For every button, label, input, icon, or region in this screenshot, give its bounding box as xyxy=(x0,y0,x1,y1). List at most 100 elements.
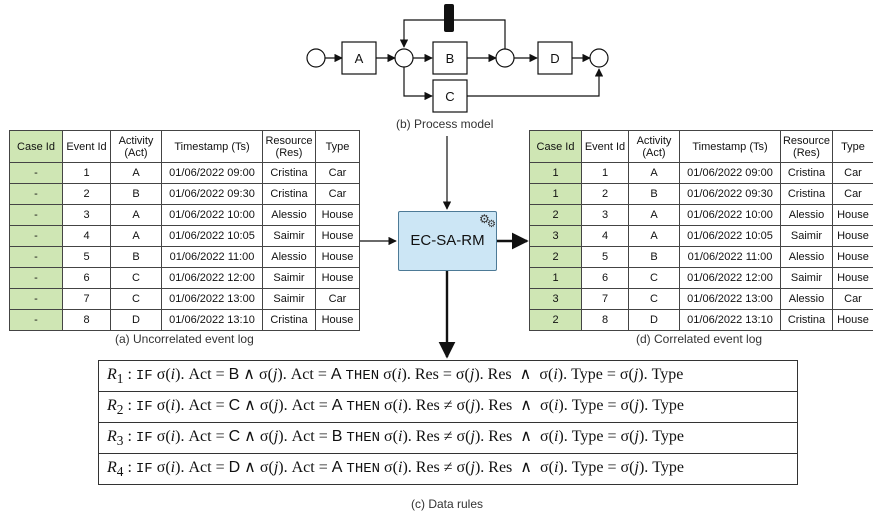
activity-i: D xyxy=(228,459,241,477)
table-cell: 01/06/2022 10:05 xyxy=(679,225,781,247)
type-operator: = xyxy=(606,366,616,384)
keyword-if: IF xyxy=(135,368,153,385)
activity-i: C xyxy=(228,428,241,446)
correlated-log-caption: (d) Correlated event log xyxy=(636,332,763,346)
column-header: Type xyxy=(832,130,873,163)
rule-index: 1 xyxy=(116,371,124,387)
attr-act: Act xyxy=(188,428,212,446)
split-node xyxy=(394,48,414,68)
activity-box-c xyxy=(432,79,468,113)
rule-row: R3 : IF σ(i). Act = C ∧ σ(j). Act = B TH… xyxy=(98,422,798,454)
table-cell: Alessio xyxy=(262,204,316,226)
loop-flow xyxy=(399,19,506,49)
table-cell: 01/06/2022 09:30 xyxy=(679,183,781,205)
table-cell: 01/06/2022 10:00 xyxy=(679,204,781,226)
table-cell: Car xyxy=(315,162,360,184)
column-header: Resource (Res) xyxy=(262,130,316,163)
activity-box-a xyxy=(341,41,377,75)
table-cell: Cristina xyxy=(780,309,833,331)
res-operator: = xyxy=(442,366,452,384)
table-cell: House xyxy=(315,204,360,226)
start-event xyxy=(306,48,326,68)
attr-act: Act xyxy=(188,366,212,384)
keyword-if: IF xyxy=(135,461,153,478)
table-cell: Alessio xyxy=(780,204,833,226)
table-cell: Car xyxy=(315,183,360,205)
table-cell: 7 xyxy=(581,288,629,310)
table-cell: 01/06/2022 09:00 xyxy=(679,162,781,184)
keyword-then: THEN xyxy=(346,461,381,478)
ec-sa-rm-box: EC-SA-RM ⚙ ⚙ xyxy=(398,211,497,271)
rule-index: 3 xyxy=(116,433,124,449)
table-cell: B xyxy=(110,183,162,205)
keyword-if: IF xyxy=(135,430,153,447)
column-header: Timestamp (Ts) xyxy=(679,130,781,163)
activity-i: C xyxy=(228,397,241,415)
attr-type: Type xyxy=(651,366,684,384)
attr-act: Act xyxy=(290,366,314,384)
table-cell: Alessio xyxy=(780,246,833,268)
rule-row: R1 : IF σ(i). Act = B ∧ σ(j). Act = A TH… xyxy=(98,360,798,392)
table-cell: 1 xyxy=(62,162,111,184)
rule-cell: R1 : IF σ(i). Act = B ∧ σ(j). Act = A TH… xyxy=(98,360,798,392)
keyword-then: THEN xyxy=(345,368,380,385)
table-cell: 01/06/2022 12:00 xyxy=(679,267,781,289)
flow-split-c xyxy=(403,67,433,101)
activity-j: A xyxy=(330,366,342,384)
table-cell: Alessio xyxy=(262,246,316,268)
attr-res: Res xyxy=(488,428,513,446)
attr-type: Type xyxy=(652,397,685,415)
table-cell: 3 xyxy=(581,204,629,226)
attr-act: Act xyxy=(188,397,212,415)
table-cell: B xyxy=(628,183,680,205)
table-cell: 1 xyxy=(581,162,629,184)
table-cell: - xyxy=(9,162,63,184)
table-cell: 01/06/2022 10:00 xyxy=(161,204,263,226)
activity-i: B xyxy=(228,366,240,384)
rule-row: R4 : IF σ(i). Act = D ∧ σ(j). Act = A TH… xyxy=(98,453,798,485)
table-cell: Cristina xyxy=(262,162,316,184)
table-cell: C xyxy=(110,267,162,289)
table-cell: 7 xyxy=(62,288,111,310)
attr-res: Res xyxy=(415,397,440,415)
column-header: Case Id xyxy=(9,130,63,163)
attr-res: Res xyxy=(415,459,440,477)
attr-res: Res xyxy=(488,459,513,477)
table-cell: 6 xyxy=(62,267,111,289)
table-cell: - xyxy=(9,204,63,226)
activity-box-b xyxy=(432,41,468,75)
table-cell: Saimir xyxy=(262,267,316,289)
table-cell: House xyxy=(832,225,873,247)
table-cell: 4 xyxy=(62,225,111,247)
table-cell: Saimir xyxy=(262,288,316,310)
attr-act: Act xyxy=(291,397,315,415)
data-rules-table: R1 : IF σ(i). Act = B ∧ σ(j). Act = A TH… xyxy=(98,360,798,485)
table-cell: - xyxy=(9,225,63,247)
table-cell: B xyxy=(110,246,162,268)
table-cell: Alessio xyxy=(780,288,833,310)
gear-small-icon: ⚙ xyxy=(487,219,496,230)
column-header: Event Id xyxy=(62,130,111,163)
uncorrelated-log-caption: (a) Uncorrelated event log xyxy=(115,332,254,346)
table-cell: 1 xyxy=(529,183,582,205)
activity-label-a: A xyxy=(355,51,364,66)
activity-j: B xyxy=(331,428,343,446)
table-cell: 2 xyxy=(529,204,582,226)
table-cell: - xyxy=(9,309,63,331)
table-cell: 6 xyxy=(581,267,629,289)
table-cell: 01/06/2022 13:00 xyxy=(161,288,263,310)
res-operator: ≠ xyxy=(443,397,453,415)
table-cell: Car xyxy=(315,288,360,310)
attr-res: Res xyxy=(488,397,513,415)
table-cell: - xyxy=(9,267,63,289)
activity-j: A xyxy=(331,459,343,477)
res-operator: ≠ xyxy=(443,428,453,446)
rule-cell: R3 : IF σ(i). Act = C ∧ σ(j). Act = B TH… xyxy=(98,422,798,454)
table-cell: A xyxy=(110,162,162,184)
